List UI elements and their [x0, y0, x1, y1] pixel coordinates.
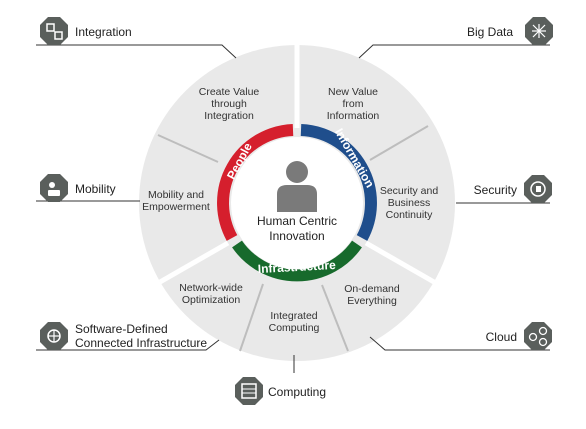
segment-security-continuity: Security and Business Continuity: [380, 185, 439, 221]
segment-create-value: Create Value through Integration: [199, 86, 260, 122]
big-data-icon: [525, 17, 553, 45]
svg-text:from: from: [343, 98, 364, 110]
information-arc: [300, 124, 377, 241]
segment-on-demand: On-demand Everything: [344, 283, 400, 307]
svg-text:Optimization: Optimization: [182, 294, 241, 306]
svg-text:Create Value: Create Value: [199, 86, 260, 98]
software-defined-icon: [40, 322, 68, 350]
svg-text:Information: Information: [327, 110, 380, 122]
label-sdci-line1: Software-Defined: [75, 322, 168, 336]
cloud-icon: [524, 322, 552, 350]
people-arc: [217, 124, 294, 241]
svg-text:Integrated: Integrated: [270, 310, 317, 322]
svg-text:Integration: Integration: [204, 110, 254, 122]
svg-text:Mobility and: Mobility and: [148, 189, 204, 201]
center-title-line1: Human Centric: [257, 214, 337, 228]
label-sdci-line2: Connected Infrastructure: [75, 336, 207, 350]
computing-icon: [235, 377, 263, 405]
svg-text:Network-wide: Network-wide: [179, 282, 243, 294]
infrastructure-arc: [232, 240, 362, 282]
segment-mobility-empowerment: Mobility and Empowerment: [142, 189, 210, 213]
svg-text:Empowerment: Empowerment: [142, 201, 210, 213]
segment-dividers: [158, 45, 436, 285]
segment-network-wide: Network-wide Optimization: [179, 282, 243, 306]
svg-text:Continuity: Continuity: [386, 209, 433, 221]
label-integration: Integration: [75, 25, 132, 39]
svg-text:Security and: Security and: [380, 185, 439, 197]
svg-text:Everything: Everything: [347, 295, 397, 307]
label-security: Security: [474, 183, 517, 197]
person-icon: [277, 161, 317, 212]
svg-text:Computing: Computing: [269, 322, 320, 334]
infrastructure-label: Infrastructure: [257, 258, 336, 276]
svg-text:On-demand: On-demand: [344, 283, 400, 295]
mobility-icon: [40, 174, 68, 202]
segment-integrated-computing: Integrated Computing: [269, 310, 320, 334]
svg-text:through: through: [211, 98, 247, 110]
center-title-line2: Innovation: [269, 229, 324, 243]
label-cloud: Cloud: [486, 330, 517, 344]
segment-new-value: New Value from Information: [327, 86, 380, 122]
integration-icon: [40, 17, 68, 45]
label-computing: Computing: [268, 385, 326, 399]
svg-text:New Value: New Value: [328, 86, 378, 98]
segment-lines: [157, 125, 429, 352]
label-big-data: Big Data: [467, 25, 513, 39]
security-icon: [524, 175, 552, 203]
svg-text:Business: Business: [388, 197, 431, 209]
label-mobility: Mobility: [75, 182, 116, 196]
